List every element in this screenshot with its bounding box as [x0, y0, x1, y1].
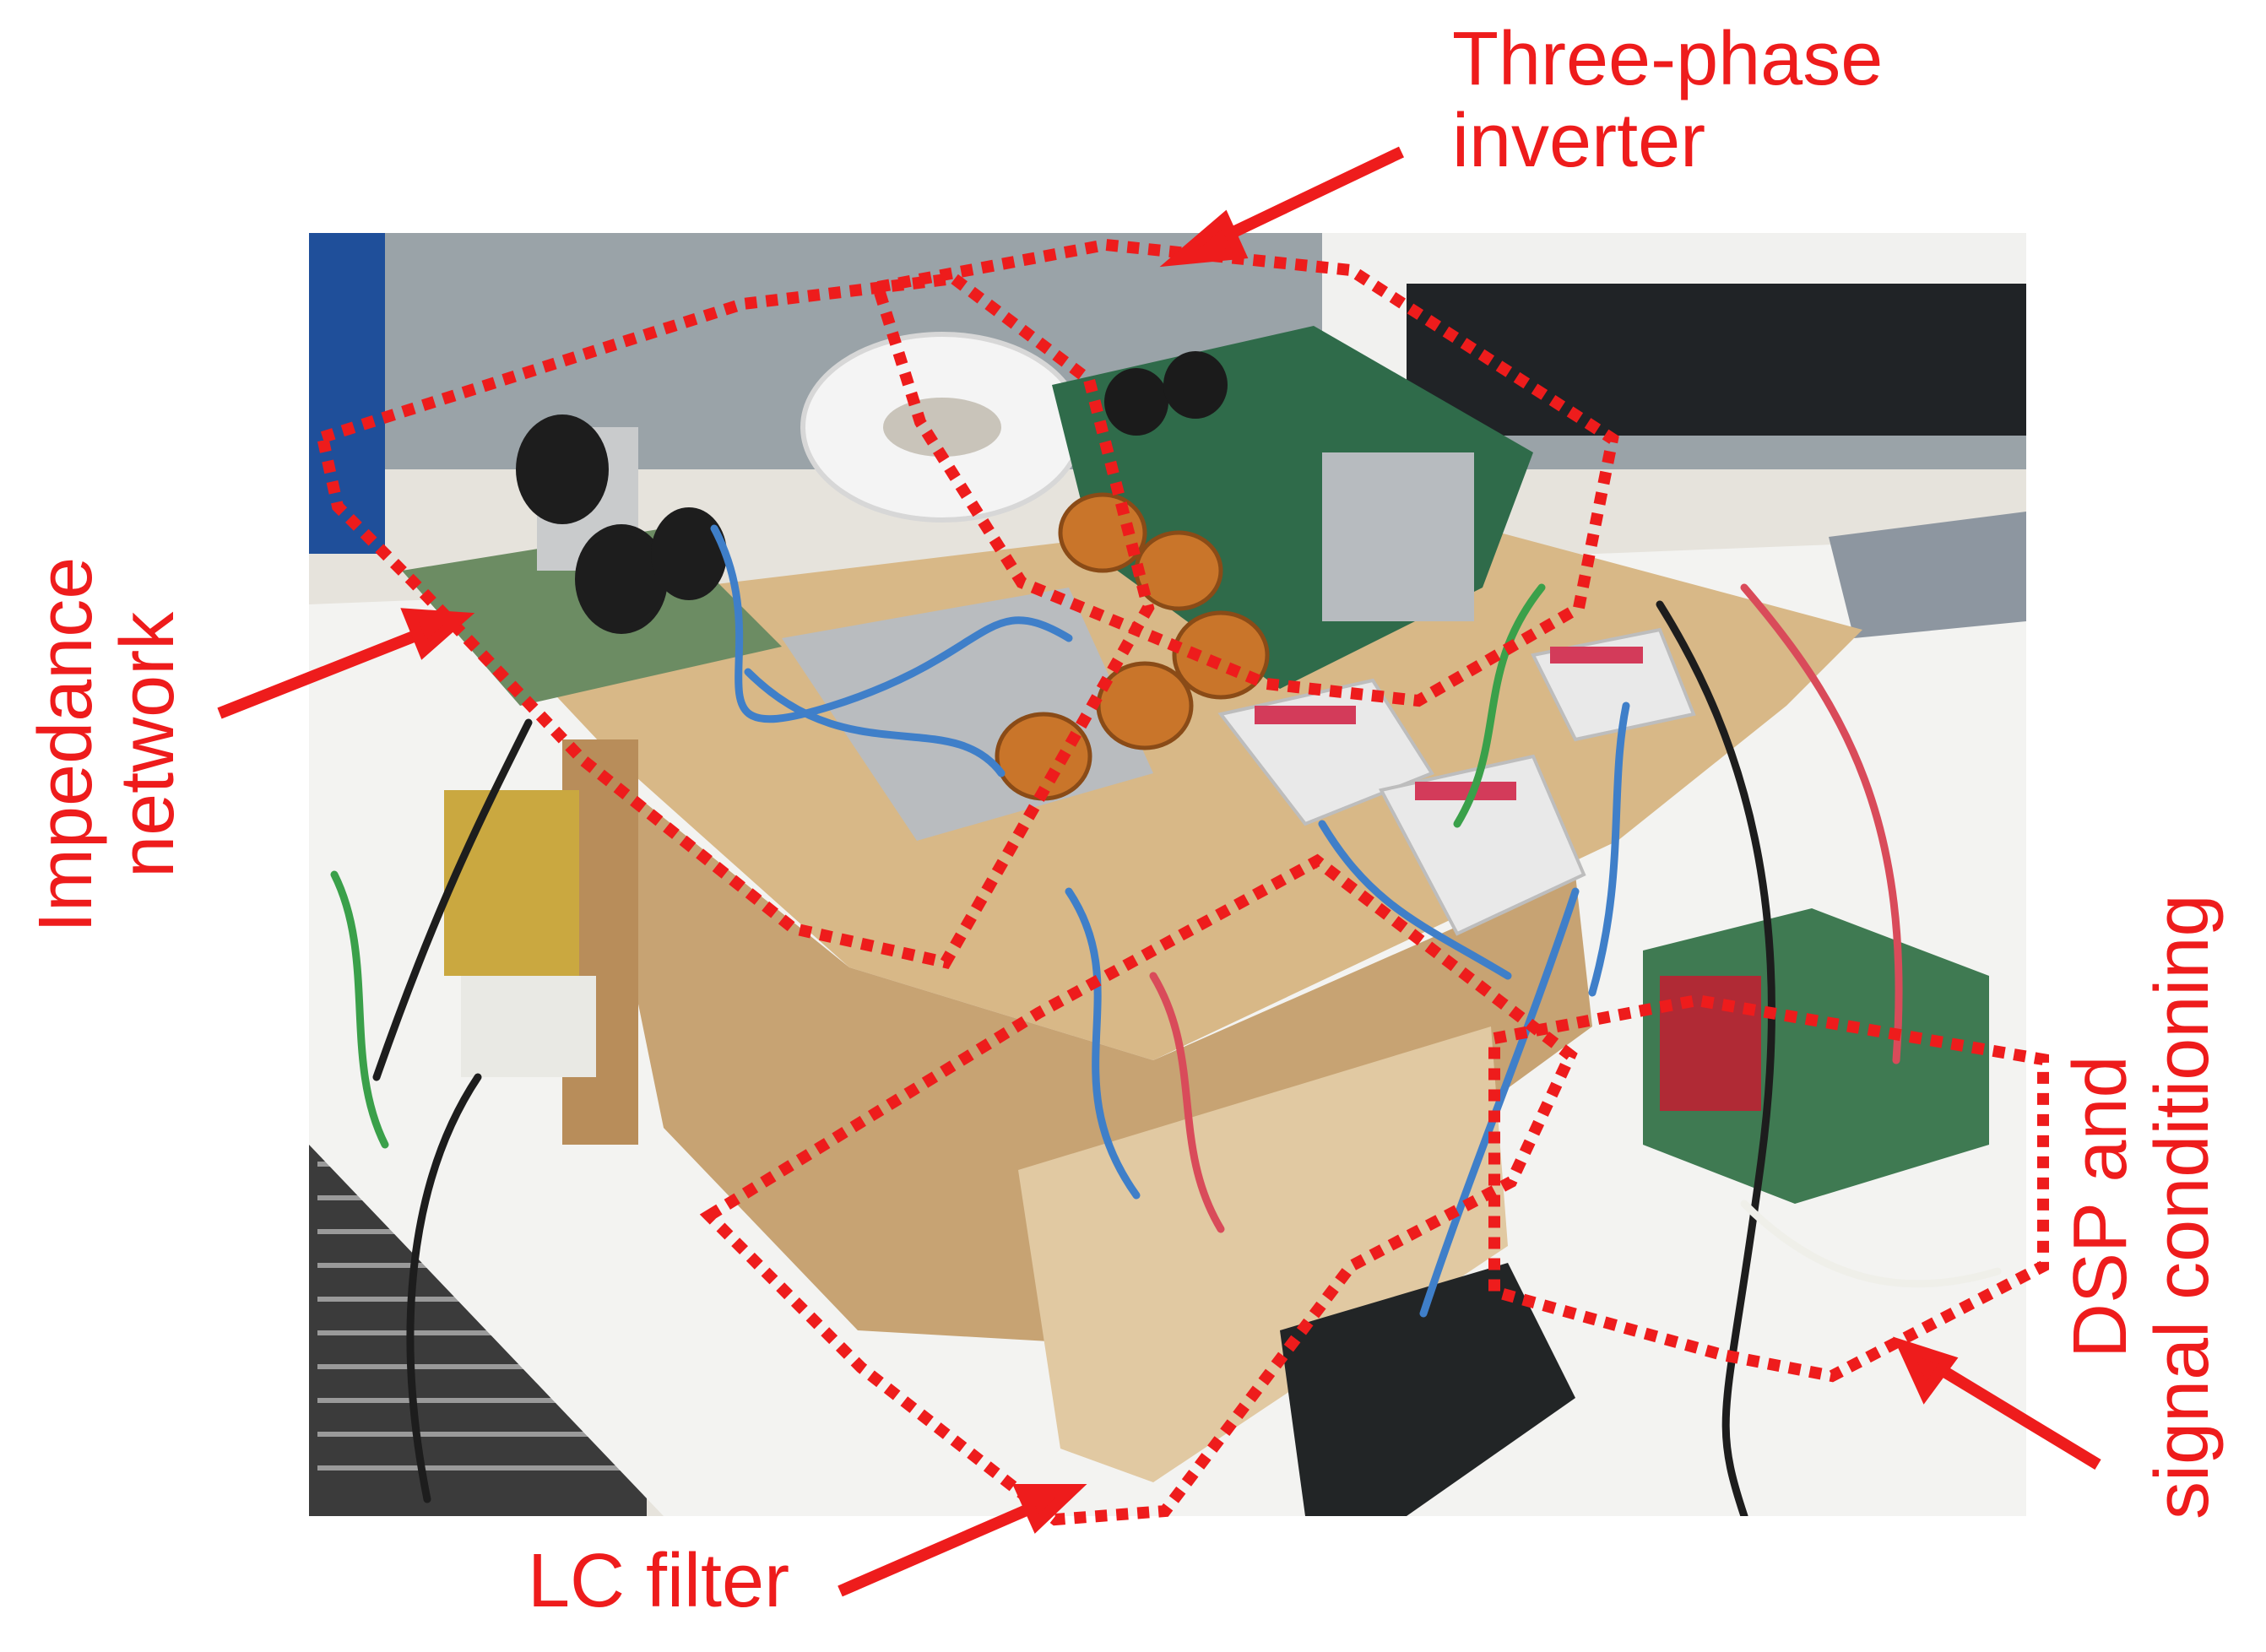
- inverter-label-line2: inverter: [1452, 99, 1706, 184]
- lc-filter-outline: [699, 853, 1578, 1526]
- lc-arrow: [838, 1501, 1037, 1597]
- impedance-label-line1: Impedance: [24, 556, 108, 933]
- region-outlines: [315, 238, 2049, 1526]
- transformer: [444, 790, 579, 976]
- impedance-arrow: [217, 627, 425, 719]
- impedance-label-line2: network: [106, 611, 191, 878]
- lab-photo: [309, 233, 2026, 1516]
- inverter-heatsink: [1322, 452, 1474, 621]
- inverter-arrow: [1212, 146, 1405, 246]
- inverter-cap-2: [1163, 351, 1228, 419]
- circuit-breakers: [1217, 627, 1696, 936]
- transformer-base: [461, 976, 596, 1077]
- capacitor-2: [575, 524, 668, 634]
- copper-inductors: [995, 492, 1270, 801]
- dsp-label: DSP and signal conditioning: [2058, 894, 2225, 1519]
- inverter-outline: [870, 238, 1619, 707]
- impedance-arrowhead: [400, 608, 475, 660]
- lc-filter-label: LC filter: [528, 1539, 790, 1623]
- wires: [330, 524, 2002, 1516]
- lc-board: [1018, 1026, 1508, 1482]
- power-supply: [1280, 1263, 1575, 1516]
- toroid-hole: [883, 398, 1001, 457]
- inverter-label: Three-phase inverter: [1452, 17, 1884, 184]
- dsp-arrowhead: [1893, 1336, 1959, 1405]
- inverter-cap-1: [1104, 368, 1168, 436]
- impedance-label: Impedance network: [24, 556, 191, 933]
- inverter-arrowhead: [1159, 209, 1249, 268]
- dsp-label-line2: signal conditioning: [2140, 894, 2225, 1519]
- inverter-label-line1: Three-phase: [1452, 17, 1884, 101]
- capacitor-3: [651, 507, 727, 600]
- capacitor-1: [516, 414, 609, 524]
- blue-crate: [309, 233, 385, 554]
- lc-arrowhead: [1012, 1484, 1087, 1534]
- photo-scene: [309, 233, 2026, 1516]
- dsp-outline: [1488, 994, 2049, 1383]
- monitor: [1407, 284, 2026, 436]
- dsp-arrow: [1934, 1362, 2101, 1470]
- arrows: [217, 146, 2101, 1597]
- dsp-label-line1: DSP and: [2058, 1055, 2143, 1359]
- keyboard: [1829, 512, 2026, 638]
- impedance-network-outline: [315, 272, 1155, 969]
